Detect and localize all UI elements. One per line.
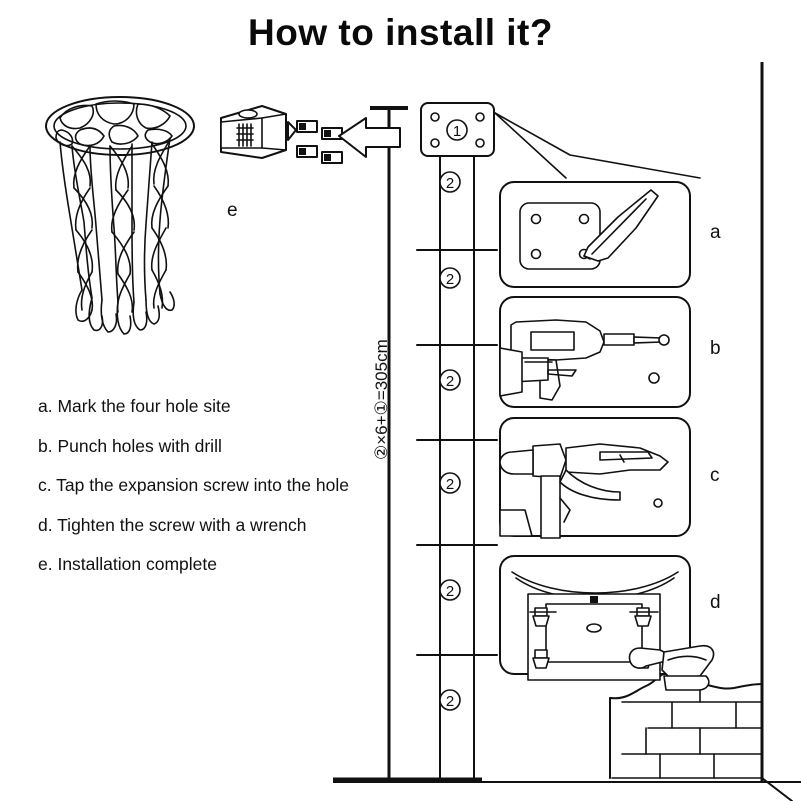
pole-segment-markers: 2 2 2 2 2 2 [439, 171, 461, 711]
electric-drill-icon [499, 319, 670, 401]
mounting-plate-top: 1 [420, 102, 495, 157]
marker-pen-icon [583, 189, 659, 262]
svg-text:2: 2 [446, 476, 454, 493]
dimension-label: ②×6+①=305cm [372, 339, 391, 460]
legend-item-c: c. Tap the expansion screw into the hole [38, 475, 349, 495]
hammer-icon [499, 443, 571, 539]
step-panel-d [499, 555, 715, 691]
legend-item-b: b. Punch holes with drill [38, 435, 222, 456]
hand-icon [499, 443, 669, 537]
legend-list: a. Mark the four hole site b. Punch hole… [38, 396, 388, 596]
step-panel-c [499, 417, 691, 539]
step-label-a: a [710, 222, 721, 243]
hoop-label-e: e [227, 200, 238, 221]
step-panel-b [499, 296, 691, 408]
step-label-d: d [710, 592, 721, 613]
left-arrow-icon [338, 117, 401, 158]
svg-text:2: 2 [446, 271, 454, 288]
screw-bolt-hardware [296, 120, 343, 164]
page-title: How to install it? [248, 12, 553, 53]
ground-line [333, 777, 801, 783]
callout-lines [494, 112, 701, 179]
basketball-hoop-net-icon [45, 96, 195, 335]
svg-text:1: 1 [453, 123, 461, 140]
dimension-line [370, 106, 408, 782]
pole-segment-ticks [416, 249, 498, 656]
legend-item-a: a. Mark the four hole site [38, 396, 231, 416]
step-label-b: b [710, 338, 721, 359]
legend-item-e: e. Installation complete [38, 554, 217, 574]
pole-assembly: 1 2 2 2 2 2 2 [416, 102, 498, 783]
svg-text:2: 2 [446, 693, 454, 710]
step-panel-a [499, 181, 691, 288]
step-label-c: c [710, 465, 720, 486]
svg-text:2: 2 [446, 175, 454, 192]
wrench-icon [628, 644, 715, 691]
svg-text:2: 2 [446, 583, 454, 600]
svg-text:2: 2 [446, 373, 454, 390]
mounting-bracket-icon [220, 105, 297, 159]
legend-item-d: d. Tighten the screw with a wrench [38, 514, 307, 535]
